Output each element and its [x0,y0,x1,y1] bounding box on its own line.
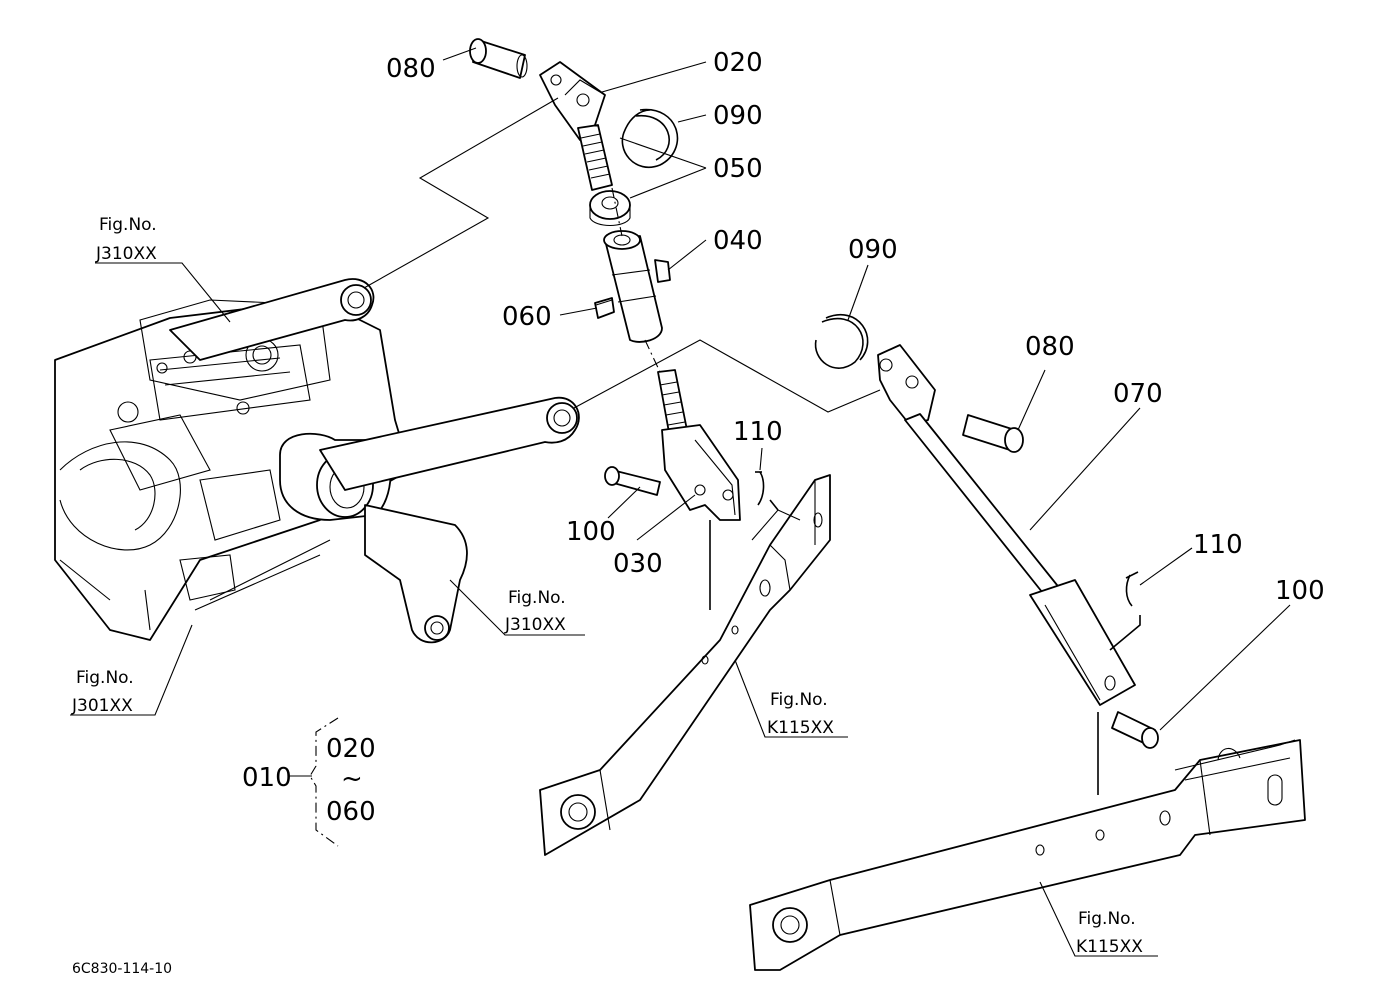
part-label-050: 050 [713,154,763,184]
assembly-to-label: 060 [326,797,376,827]
part-label-100: 100 [1275,576,1325,606]
assembly-parent-label: 010 [242,763,292,793]
part-labels: 080 020 090 050 040 060 110 100 030 090 … [386,48,1325,606]
figure-references: Fig.No. J310XX Fig.No. J310XX Fig.No. J3… [71,215,1143,957]
drawing-code: 6C830-114-10 [72,961,172,977]
part-label-080: 080 [1025,332,1075,362]
assembly-tilde: ~ [341,764,363,794]
top-lift-rod-drawing [469,38,765,521]
part-label-020: 020 [713,48,763,78]
hydraulic-housing-drawing [54,278,580,644]
fig-ref-code: K115XX [767,718,834,738]
assembly-from-label: 020 [326,734,376,764]
fig-ref-code: K115XX [1076,937,1143,957]
left-lower-link-drawing [539,474,831,856]
part-label-060: 060 [502,302,552,332]
part-label-090: 090 [713,101,763,131]
part-label-040: 040 [713,226,763,256]
part-label-100: 100 [566,517,616,547]
part-label-030: 030 [613,549,663,579]
right-lift-rod-drawing [814,313,1159,749]
part-label-110: 110 [1193,530,1243,560]
part-label-080: 080 [386,54,436,84]
assembly-bracket: 010 020 ~ 060 [242,717,376,847]
fig-ref-code: J310XX [504,615,566,635]
part-label-110: 110 [733,417,783,447]
part-label-070: 070 [1113,379,1163,409]
fig-ref-title: Fig.No. [770,690,828,710]
fig-ref-title: Fig.No. [99,215,157,235]
fig-ref-title: Fig.No. [508,588,566,608]
right-lower-link-drawing [749,739,1306,971]
leader-lines [70,47,1291,957]
alignment-lines [611,187,1141,795]
part-label-090: 090 [848,235,898,265]
fig-ref-title: Fig.No. [1078,909,1136,929]
fig-ref-code: J310XX [95,244,157,264]
fig-ref-code: J301XX [71,696,133,716]
assembly-brace [309,717,339,847]
fig-ref-title: Fig.No. [76,668,134,688]
